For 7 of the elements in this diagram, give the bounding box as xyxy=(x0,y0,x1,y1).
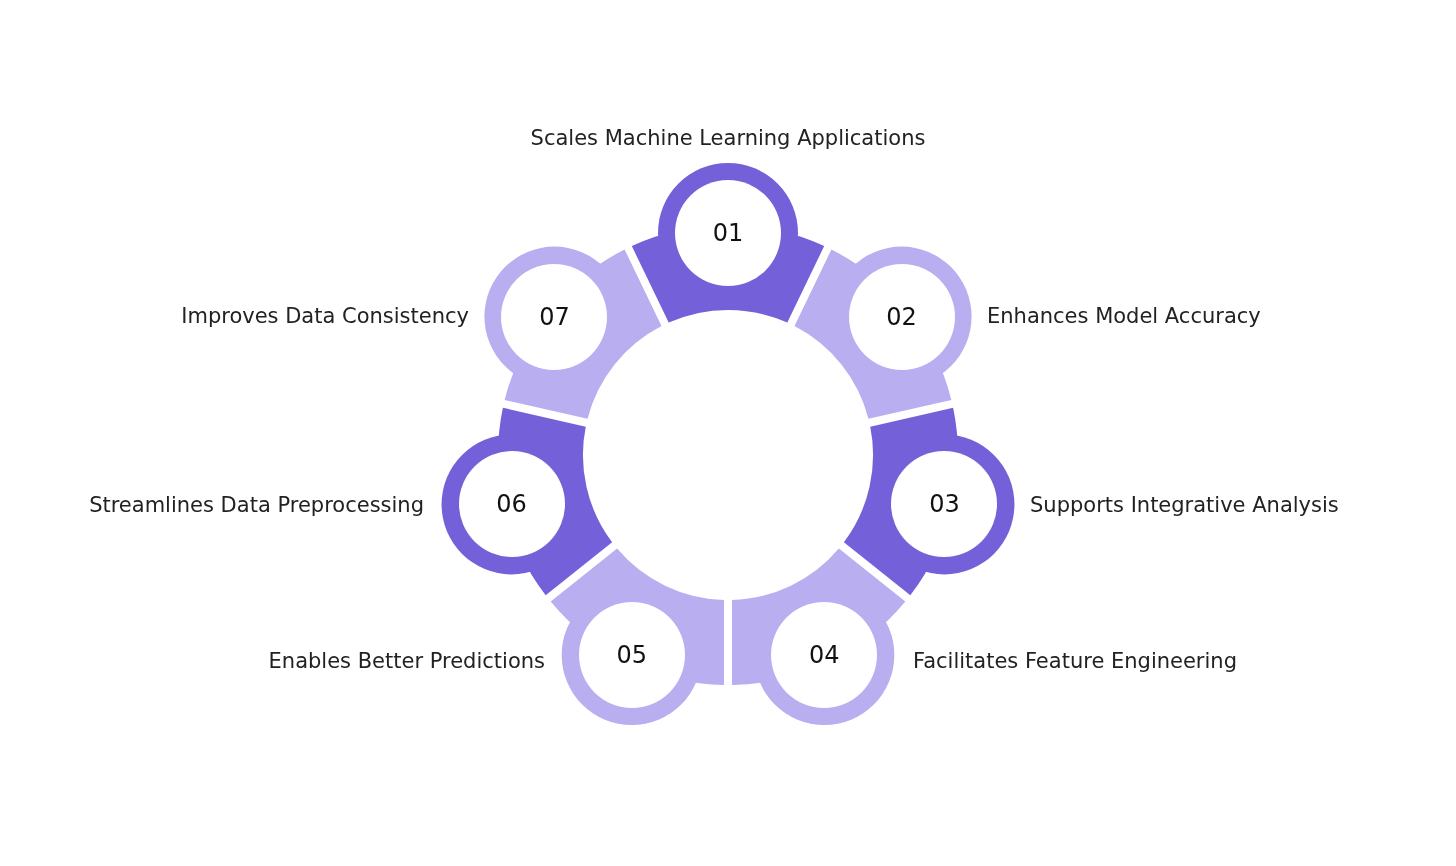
step-label: Facilitates Feature Engineering xyxy=(913,649,1237,673)
step-label: Streamlines Data Preprocessing xyxy=(89,493,424,517)
step-label: Enhances Model Accuracy xyxy=(987,304,1261,328)
step-label: Supports Integrative Analysis xyxy=(1030,493,1339,517)
step-label: Improves Data Consistency xyxy=(181,304,469,328)
step-label: Enables Better Predictions xyxy=(268,649,545,673)
step-label: Scales Machine Learning Applications xyxy=(530,126,926,150)
